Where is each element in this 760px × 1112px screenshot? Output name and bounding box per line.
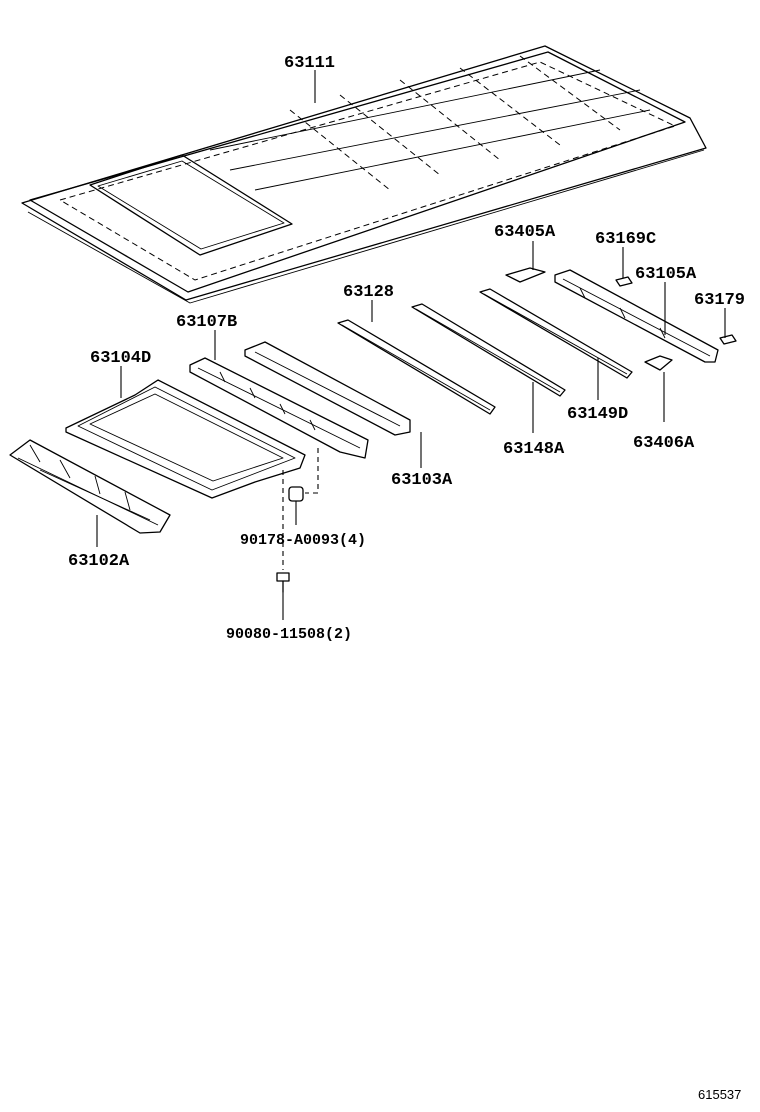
label-63179: 63179: [694, 291, 745, 310]
label-63107B: 63107B: [176, 313, 237, 332]
leader-lines: [96, 70, 726, 620]
label-63105A: 63105A: [635, 265, 697, 284]
roof-bow-63103A[interactable]: [244, 341, 411, 436]
bolt-90080[interactable]: [276, 572, 290, 593]
label-63104D: 63104D: [90, 349, 151, 368]
label-63111: 63111: [284, 54, 335, 73]
roof-panel-63111[interactable]: [21, 45, 707, 304]
sunroof-reinforcement-63104D[interactable]: [65, 379, 306, 499]
label-63169C: 63169C: [595, 230, 656, 249]
label-63148A: 63148A: [503, 440, 565, 459]
pad-63179[interactable]: [719, 334, 737, 345]
roof-bow-63149D[interactable]: [479, 288, 633, 379]
label-63102A: 63102A: [68, 552, 130, 571]
roof-bow-63148A[interactable]: [411, 303, 566, 397]
front-header-63102A[interactable]: [9, 439, 171, 534]
label-63128: 63128: [343, 283, 394, 302]
clip-90178[interactable]: [288, 486, 304, 502]
label-63149D: 63149D: [567, 405, 628, 424]
clip-dashed-guide: [305, 448, 319, 494]
pad-63169C[interactable]: [615, 276, 633, 287]
label-90080-11508: 90080-11508(2): [226, 626, 352, 643]
label-63405A: 63405A: [494, 223, 556, 242]
illustration-code: 615537: [698, 1087, 741, 1102]
roof-bow-63107B[interactable]: [189, 357, 369, 459]
rear-header-63105A[interactable]: [554, 269, 719, 363]
label-90178-A0093: 90178-A0093(4): [240, 532, 366, 549]
bracket-63406A[interactable]: [644, 355, 673, 371]
roof-bow-63128[interactable]: [337, 319, 496, 415]
label-63406A: 63406A: [633, 434, 695, 453]
bracket-63405A[interactable]: [505, 267, 546, 283]
label-63103A: 63103A: [391, 471, 453, 490]
